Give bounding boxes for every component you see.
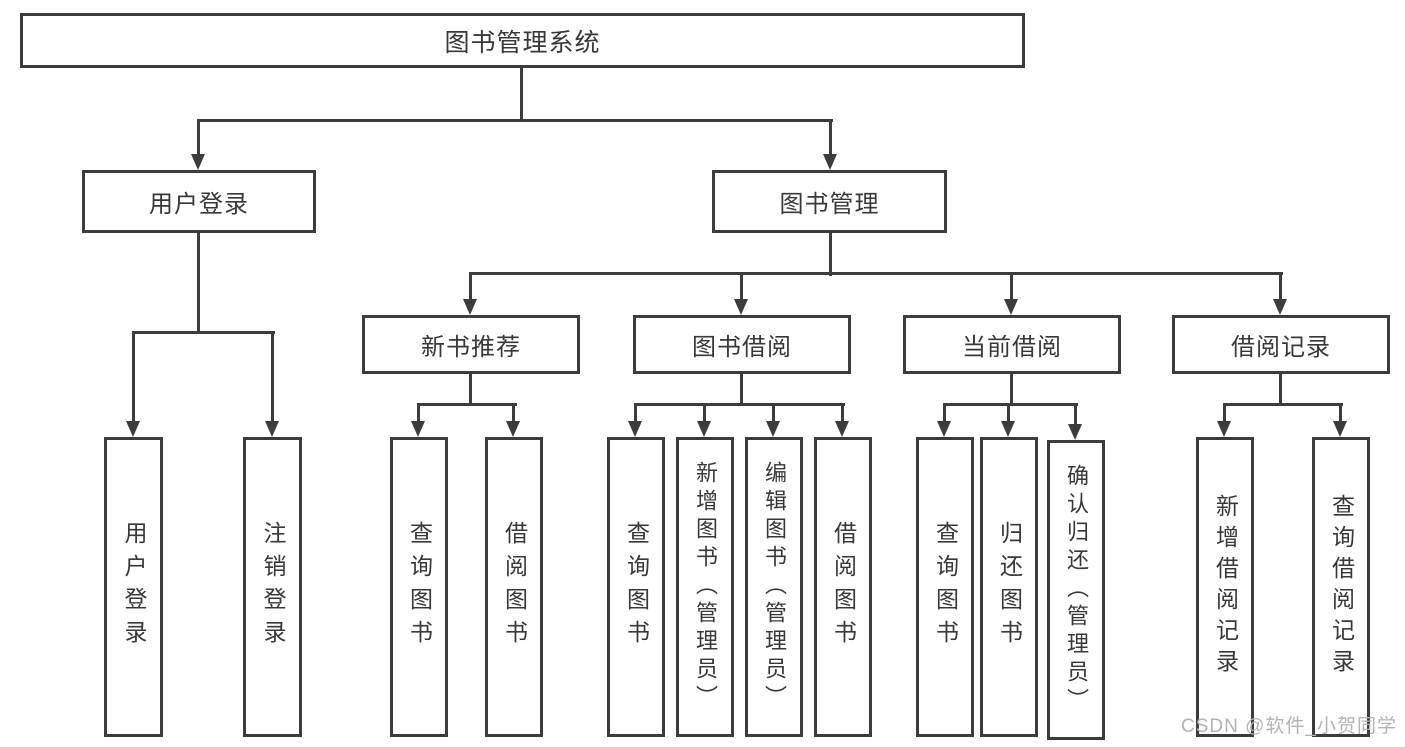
arrow-down-icon bbox=[1217, 421, 1231, 437]
connector bbox=[1339, 403, 1342, 423]
connector bbox=[520, 66, 523, 122]
arrow-down-icon bbox=[734, 299, 748, 315]
leaf-logout: 注销登录 bbox=[243, 437, 302, 737]
connector bbox=[772, 403, 775, 423]
leaf-bb-edit-book-admin-label: 编辑图书（管理员） bbox=[762, 461, 787, 713]
leaf-cb-confirm-return-admin-label: 确认归还（管理员） bbox=[1064, 464, 1089, 716]
connector bbox=[841, 403, 844, 423]
leaf-cb-return-book: 归还图书 bbox=[980, 437, 1038, 737]
leaf-br-query-record-label: 查询借阅记录 bbox=[1328, 494, 1355, 680]
connector bbox=[469, 373, 472, 406]
node-root-label: 图书管理系统 bbox=[444, 28, 601, 57]
arrow-down-icon bbox=[463, 299, 477, 315]
leaf-br-query-record: 查询借阅记录 bbox=[1312, 437, 1370, 737]
arrow-down-icon bbox=[1004, 299, 1018, 315]
leaf-logout-label: 注销登录 bbox=[260, 521, 286, 653]
node-borrow-records: 借阅记录 bbox=[1172, 315, 1390, 374]
leaf-cb-confirm-return-admin: 确认归还（管理员） bbox=[1047, 440, 1105, 740]
connector bbox=[634, 403, 637, 423]
arrow-down-icon bbox=[1273, 299, 1287, 315]
connector bbox=[132, 331, 275, 334]
connector bbox=[1010, 373, 1013, 406]
arrow-down-icon bbox=[823, 154, 837, 170]
leaf-bb-query-book-label: 查询图书 bbox=[623, 521, 650, 653]
arrow-down-icon bbox=[191, 154, 205, 170]
leaf-br-add-record-label: 新增借阅记录 bbox=[1212, 494, 1239, 680]
leaf-user-login-label: 用户登录 bbox=[121, 521, 147, 653]
arrow-down-icon bbox=[937, 421, 951, 437]
connector bbox=[417, 403, 517, 406]
leaf-nb-borrow-book: 借阅图书 bbox=[485, 437, 543, 737]
leaf-cb-query-book-label: 查询图书 bbox=[932, 521, 959, 653]
arrow-down-icon bbox=[411, 421, 425, 437]
connector bbox=[132, 331, 135, 423]
connector bbox=[469, 272, 472, 301]
connector bbox=[469, 272, 1283, 275]
arrow-down-icon bbox=[1001, 421, 1015, 437]
connector bbox=[634, 403, 845, 406]
connector bbox=[740, 373, 743, 406]
node-borrow-records-label: 借阅记录 bbox=[1231, 334, 1331, 361]
arrow-down-icon bbox=[265, 421, 279, 437]
node-new-book-recommend-label: 新书推荐 bbox=[421, 334, 521, 361]
node-book-management-label: 图书管理 bbox=[779, 191, 880, 218]
csdn-watermark: CSDN @软件_小贺同学 bbox=[1181, 716, 1397, 737]
node-current-borrow: 当前借阅 bbox=[903, 315, 1121, 374]
connector bbox=[417, 403, 420, 423]
arrow-down-icon bbox=[506, 421, 520, 437]
connector bbox=[1223, 403, 1343, 406]
connector bbox=[829, 119, 832, 157]
connector bbox=[197, 119, 833, 122]
connector bbox=[1279, 272, 1282, 301]
connector bbox=[197, 119, 200, 157]
arrow-down-icon bbox=[628, 421, 642, 437]
node-root: 图书管理系统 bbox=[20, 13, 1025, 68]
leaf-bb-add-book-admin: 新增图书（管理员） bbox=[676, 437, 734, 737]
arrow-down-icon bbox=[766, 421, 780, 437]
node-book-borrow-label: 图书借阅 bbox=[692, 334, 792, 361]
arrow-down-icon bbox=[1068, 424, 1082, 440]
connector bbox=[829, 233, 832, 276]
connector bbox=[703, 403, 706, 423]
leaf-user-login: 用户登录 bbox=[104, 437, 163, 737]
leaf-nb-query-book: 查询图书 bbox=[390, 437, 448, 737]
connector bbox=[271, 331, 274, 423]
node-user-login-label: 用户登录 bbox=[149, 191, 249, 218]
arrow-down-icon bbox=[697, 421, 711, 437]
arrow-down-icon bbox=[1333, 421, 1347, 437]
arrow-down-icon bbox=[835, 421, 849, 437]
connector bbox=[943, 403, 946, 423]
connector bbox=[197, 233, 200, 334]
leaf-bb-edit-book-admin: 编辑图书（管理员） bbox=[745, 437, 803, 737]
connector bbox=[512, 403, 515, 423]
connector bbox=[1007, 403, 1010, 423]
node-book-management: 图书管理 bbox=[712, 170, 947, 233]
connector bbox=[1223, 403, 1226, 423]
leaf-cb-return-book-label: 归还图书 bbox=[996, 521, 1023, 653]
connector bbox=[740, 272, 743, 301]
node-book-borrow: 图书借阅 bbox=[633, 315, 851, 374]
leaf-nb-query-book-label: 查询图书 bbox=[406, 521, 433, 653]
connector bbox=[1279, 373, 1282, 406]
leaf-cb-query-book: 查询图书 bbox=[916, 437, 974, 737]
leaf-br-add-record: 新增借阅记录 bbox=[1196, 437, 1254, 737]
leaf-nb-borrow-book-label: 借阅图书 bbox=[501, 521, 528, 653]
leaf-bb-borrow-book: 借阅图书 bbox=[814, 437, 872, 737]
connector bbox=[1074, 403, 1077, 426]
connector bbox=[943, 403, 1078, 406]
node-user-login: 用户登录 bbox=[82, 170, 316, 233]
arrow-down-icon bbox=[126, 421, 140, 437]
node-new-book-recommend: 新书推荐 bbox=[362, 315, 580, 374]
leaf-bb-borrow-book-label: 借阅图书 bbox=[830, 521, 857, 653]
leaf-bb-query-book: 查询图书 bbox=[607, 437, 665, 737]
connector bbox=[1010, 272, 1013, 301]
leaf-bb-add-book-admin-label: 新增图书（管理员） bbox=[693, 461, 718, 713]
node-current-borrow-label: 当前借阅 bbox=[962, 334, 1062, 361]
